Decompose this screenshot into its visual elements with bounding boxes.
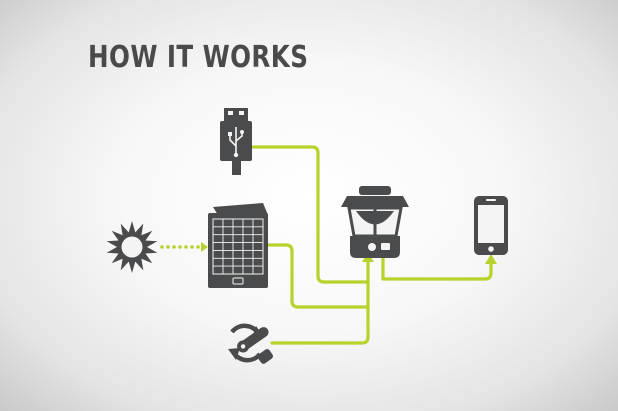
hand-crank-icon <box>228 323 273 364</box>
smartphone-icon <box>474 196 508 255</box>
sun-icon <box>106 221 158 273</box>
crank-connector-line <box>270 258 370 345</box>
diagram-title: HOW IT WORKS <box>88 40 309 75</box>
phone-arrow-icon <box>485 254 497 264</box>
sun-dotted-connector <box>160 242 208 252</box>
usb-connector-line <box>249 145 370 284</box>
phone-connector-line <box>381 253 493 281</box>
solar-connector-line <box>264 243 370 309</box>
usb-plug-icon <box>220 108 252 175</box>
solar-panel-icon <box>208 203 268 288</box>
lantern-icon <box>341 186 409 258</box>
